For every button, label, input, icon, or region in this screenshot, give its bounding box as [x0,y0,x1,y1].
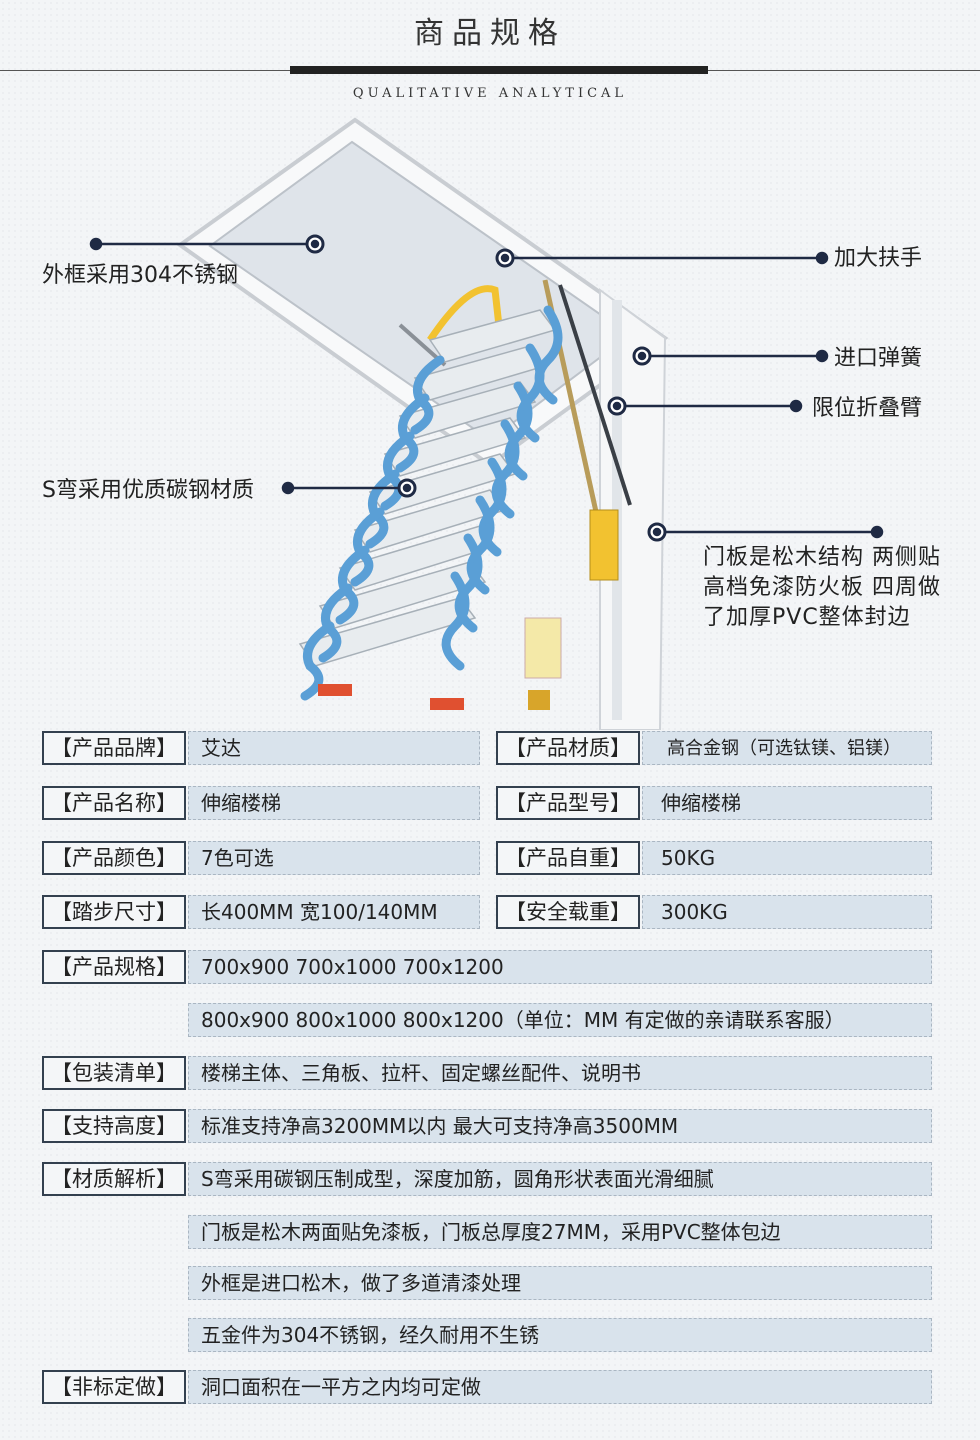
ladder-illustration [89,117,884,730]
callout-handrail: 加大扶手 [834,246,923,271]
spec-value: 50KG [642,841,932,875]
spec-value: 标准支持净高3200MM以内 最大可支持净高3500MM [188,1109,932,1143]
spec-value: 楼梯主体、三角板、拉杆、固定螺丝配件、说明书 [188,1056,932,1090]
spec-value: 五金件为304不锈钢，经久耐用不生锈 [188,1318,932,1352]
spec-value: 洞口面积在一平方之内均可定做 [188,1370,932,1404]
spec-value: 高合金钢（可选钛镁、铝镁） [642,731,932,765]
spec-label: 【安全载重】 [496,895,640,929]
handrail [427,285,504,342]
spec-value: 门板是松木两面贴免漆板，门板总厚度27MM，采用PVC整体包边 [188,1215,932,1249]
fold-arm [558,284,632,506]
spec-label: 【支持高度】 [42,1109,186,1143]
spec-label: 【材质解析】 [42,1162,186,1196]
spec-label: 【包装清单】 [42,1056,186,1090]
spec-value: 300KG [642,895,932,929]
spring-mount [589,509,619,581]
spec-label: 【产品品牌】 [42,731,186,765]
spec-label: 【踏步尺寸】 [42,895,186,929]
s-bend-left [300,355,445,701]
spec-label: 【产品型号】 [496,786,640,820]
spec-label: 【非标定做】 [42,1370,186,1404]
spec-label: 【产品名称】 [42,786,186,820]
spec-label: 【产品规格】 [42,950,186,984]
spec-label: 【产品颜色】 [42,841,186,875]
treads [298,309,557,667]
callout-fold-arm: 限位折叠臂 [812,396,923,421]
spec-value: 800x900 800x1000 800x1200（单位：MM 有定做的亲请联系… [188,1003,932,1037]
lock-latch [528,690,550,710]
s-bend-right [441,305,563,671]
foot-left [318,684,352,696]
header-accent-bar [290,66,708,74]
spec-value: 伸缩楼梯 [188,786,480,820]
callout-spring: 进口弹簧 [834,346,923,371]
spec-value: S弯采用碳钢压制成型，深度加筋，圆角形状表面光滑细腻 [188,1162,932,1196]
spec-label: 【产品材质】 [496,731,640,765]
spec-label: 【产品自重】 [496,841,640,875]
page-subtitle: QUALITATIVE ANALYTICAL [352,86,628,101]
callout-s-bend: S弯采用优质碳钢材质 [42,478,254,503]
foot-right [430,698,464,710]
callout-outer-frame: 外框采用304不锈钢 [42,263,238,288]
callout-door-panel: 门板是松木结构 两侧贴高档免漆防火板 四周做了加厚PVC整体封边 [703,545,941,630]
spec-value: 艾达 [188,731,480,765]
spec-value: 7色可选 [188,841,480,875]
page-title: 商品规格 [414,16,566,51]
spec-value: 长400MM 宽100/140MM [188,895,480,929]
spec-value: 伸缩楼梯 [642,786,932,820]
spec-value: 外框是进口松木，做了多道清漆处理 [188,1266,932,1300]
instruction-sticker [524,617,562,679]
spec-value: 700x900 700x1000 700x1200 [188,950,932,984]
